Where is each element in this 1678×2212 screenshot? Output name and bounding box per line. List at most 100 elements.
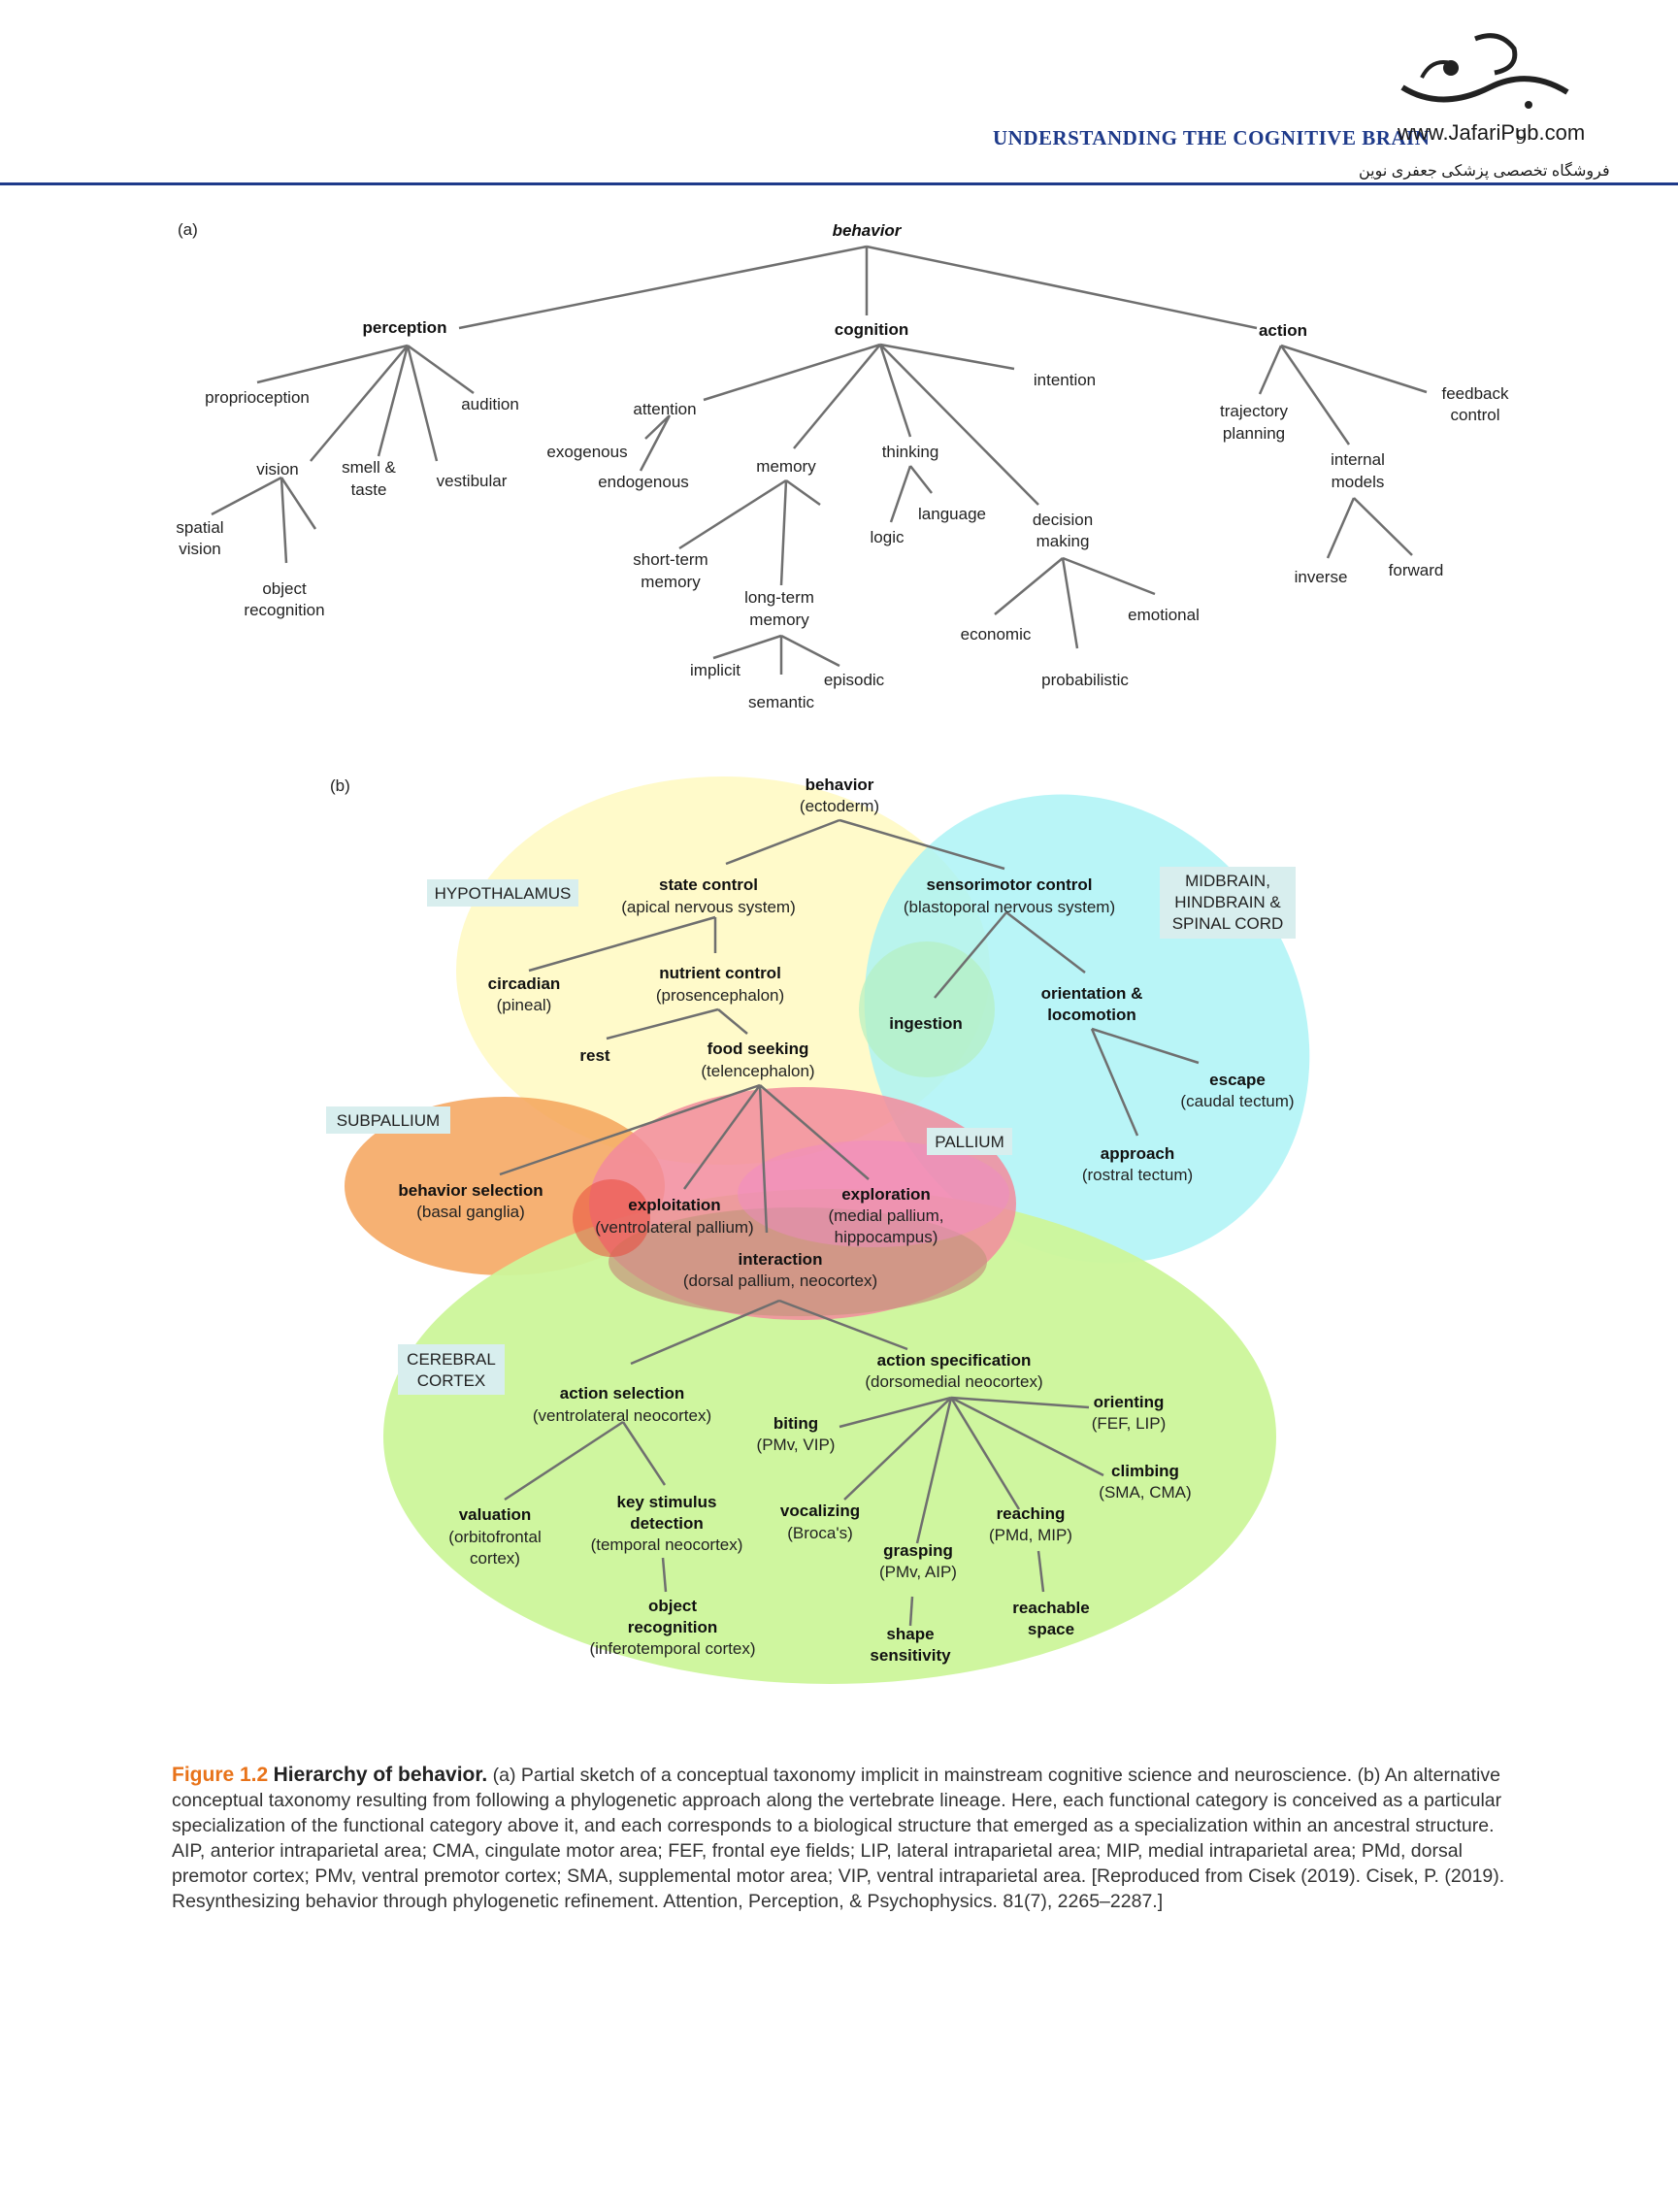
- node-b-behavior-selection-sub: (basal ganglia): [416, 1203, 525, 1221]
- node-a-internal-models-2: models: [1332, 473, 1385, 491]
- region-ingestion-overlap: [859, 941, 995, 1077]
- node-b-climbing: climbing: [1111, 1462, 1179, 1480]
- node-b-orientation-locomotion-1: orientation &: [1041, 984, 1143, 1003]
- node-b-reachable-space-1: reachable: [1012, 1599, 1089, 1617]
- node-b-climbing-sub: (SMA, CMA): [1099, 1483, 1191, 1502]
- node-a-spatial-vision-2: vision: [179, 540, 220, 558]
- node-b-key-stimulus-2: detection: [630, 1514, 704, 1533]
- node-b-orienting: orienting: [1094, 1393, 1165, 1411]
- node-b-grasping-sub: (PMv, AIP): [879, 1563, 957, 1581]
- node-b-object-recognition-1: object: [648, 1597, 697, 1615]
- node-b-object-recognition-2: recognition: [628, 1618, 718, 1636]
- node-a-probabilistic: probabilistic: [1041, 671, 1129, 689]
- node-a-logic: logic: [871, 528, 905, 546]
- node-b-biting-sub: (PMv, VIP): [757, 1436, 836, 1454]
- node-b-shape-sensitivity-1: shape: [886, 1625, 934, 1643]
- node-b-behavior-selection: behavior selection: [398, 1181, 543, 1200]
- node-a-vestibular: vestibular: [437, 472, 508, 490]
- node-b-exploration-sub-1: (medial pallium,: [828, 1206, 943, 1225]
- node-b-reaching-sub: (PMd, MIP): [989, 1526, 1072, 1544]
- region-label-cortex-2: CORTEX: [417, 1371, 486, 1390]
- page-number: 9: [1516, 124, 1527, 149]
- node-b-behavior: behavior: [806, 776, 874, 794]
- node-b-circadian-sub: (pineal): [497, 996, 552, 1014]
- node-b-ingestion: ingestion: [889, 1014, 963, 1033]
- node-b-escape-sub: (caudal tectum): [1180, 1092, 1294, 1110]
- header-rule: [0, 182, 1678, 185]
- node-b-interaction-sub: (dorsal pallium, neocortex): [683, 1271, 877, 1290]
- node-b-interaction: interaction: [739, 1250, 823, 1269]
- node-a-behavior: behavior: [833, 221, 903, 240]
- node-a-implicit: implicit: [690, 661, 740, 679]
- node-b-sensorimotor-control-sub: (blastoporal nervous system): [904, 898, 1115, 916]
- node-a-cognition: cognition: [835, 320, 908, 339]
- node-a-long-term-memory-2: memory: [749, 611, 809, 629]
- node-b-exploitation-sub: (ventrolateral pallium): [595, 1218, 753, 1237]
- node-a-inverse: inverse: [1295, 568, 1348, 586]
- node-b-vocalizing-sub: (Broca's): [787, 1524, 852, 1542]
- node-a-object-recognition-2: recognition: [244, 601, 324, 619]
- region-label-midbrain-3: SPINAL CORD: [1172, 914, 1284, 933]
- node-a-attention: attention: [633, 400, 696, 418]
- region-label-pallium: PALLIUM: [935, 1133, 1004, 1151]
- panel-b: (b) HYPOTHALAMUS MIDBRAIN, HINDBRAIN & S…: [326, 776, 1310, 1684]
- node-a-exogenous: exogenous: [546, 443, 627, 461]
- running-header: UNDERSTANDING THE COGNITIVE BRAIN: [993, 126, 1431, 149]
- node-b-vocalizing: vocalizing: [780, 1502, 860, 1520]
- node-b-state-control-sub: (apical nervous system): [621, 898, 796, 916]
- node-b-reachable-space-2: space: [1028, 1620, 1074, 1638]
- node-b-food-seeking: food seeking: [707, 1040, 809, 1058]
- region-label-box-hypothalamus: [427, 879, 578, 907]
- caption-figure-label: Figure 1.2: [172, 1764, 269, 1786]
- node-a-short-term-memory-2: memory: [641, 573, 701, 591]
- publisher-logo: [1400, 33, 1569, 109]
- node-b-orientation-locomotion-2: locomotion: [1047, 1006, 1136, 1024]
- panel-b-nodes: behavior (ectoderm) state control (apica…: [398, 776, 1294, 1665]
- node-a-emotional: emotional: [1128, 606, 1200, 624]
- node-a-audition: audition: [461, 395, 519, 413]
- node-a-object-recognition-1: object: [262, 579, 307, 598]
- region-label-box-subpallium: [326, 1106, 450, 1134]
- region-label-box-midbrain: [1160, 867, 1296, 939]
- region-label-box-cortex: [398, 1344, 505, 1395]
- node-a-long-term-memory-1: long-term: [744, 588, 814, 607]
- region-label-box-pallium: [927, 1128, 1012, 1155]
- node-b-key-stimulus-1: key stimulus: [617, 1493, 717, 1511]
- node-a-trajectory-planning-1: trajectory: [1220, 402, 1288, 420]
- node-a-economic: economic: [961, 625, 1032, 644]
- node-b-food-seeking-sub: (telencephalon): [701, 1062, 814, 1080]
- caption-title: Hierarchy of behavior.: [273, 1764, 488, 1786]
- node-b-rest: rest: [579, 1046, 610, 1065]
- region-interaction-overlap: [609, 1207, 987, 1316]
- node-b-action-selection-sub: (ventrolateral neocortex): [533, 1406, 711, 1425]
- node-b-state-control: state control: [659, 875, 758, 894]
- panel-a-edges: [211, 245, 1428, 675]
- node-b-valuation-sub-2: cortex): [470, 1549, 520, 1568]
- node-b-object-recognition-sub: (inferotemporal cortex): [589, 1639, 755, 1658]
- node-b-reaching: reaching: [997, 1504, 1066, 1523]
- node-b-approach-sub: (rostral tectum): [1082, 1166, 1193, 1184]
- region-label-midbrain-1: MIDBRAIN,: [1185, 872, 1270, 890]
- panel-a: (a) behavior perception proprioception a…: [176, 220, 1509, 711]
- node-b-approach: approach: [1101, 1144, 1175, 1163]
- panel-a-label: (a): [178, 220, 198, 239]
- region-label-subpallium: SUBPALLIUM: [337, 1111, 440, 1130]
- node-a-thinking: thinking: [882, 443, 939, 461]
- node-a-smell-taste-2: taste: [351, 480, 387, 499]
- node-b-valuation-sub-1: (orbitofrontal: [448, 1528, 541, 1546]
- node-a-intention: intention: [1034, 371, 1096, 389]
- node-a-decision-making-2: making: [1036, 532, 1090, 550]
- node-a-short-term-memory-1: short-term: [633, 550, 707, 569]
- figure-hierarchy-of-behavior: (a) behavior perception proprioception a…: [176, 220, 1509, 1684]
- region-exploration-overlap: [738, 1140, 1009, 1247]
- node-b-nutrient-control: nutrient control: [659, 964, 781, 982]
- node-b-orienting-sub: (FEF, LIP): [1092, 1414, 1167, 1433]
- node-a-memory: memory: [756, 457, 816, 476]
- region-exploitation-overlap: [573, 1179, 650, 1257]
- node-b-shape-sensitivity-2: sensitivity: [870, 1646, 951, 1665]
- node-b-circadian: circadian: [488, 974, 561, 993]
- region-cerebral-cortex-ellipse: [383, 1189, 1276, 1684]
- node-b-sensorimotor-control: sensorimotor control: [927, 875, 1093, 894]
- node-b-biting: biting: [773, 1414, 818, 1433]
- node-b-action-specification: action specification: [877, 1351, 1032, 1370]
